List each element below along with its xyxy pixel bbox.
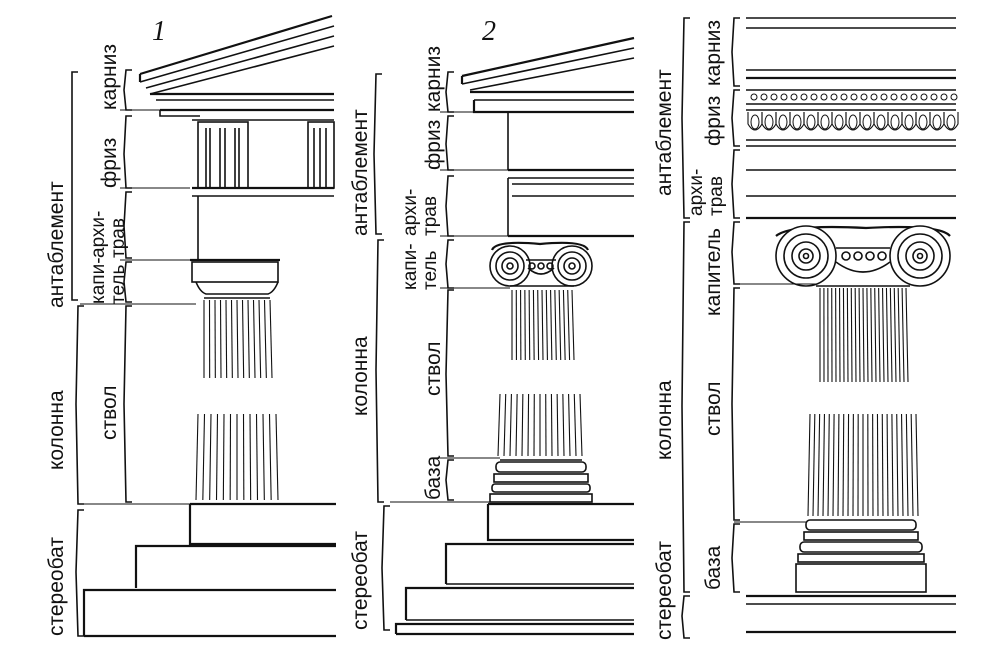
panel-2-label-shaft: ствол xyxy=(422,341,445,396)
panel-1-label-entablature: антаблемент xyxy=(45,181,68,308)
panel-2-frieze xyxy=(507,112,634,179)
panel-2-label-base: база xyxy=(422,455,445,500)
panel-2-label-architrave: архи-трав xyxy=(400,189,441,236)
panel-3-ionic-detail: антаблемент карниз фриз архи-трав капите… xyxy=(653,17,959,640)
panel-2-label-capital: капи-тель xyxy=(400,243,441,290)
panel-2-label-entablature: антаблемент xyxy=(349,109,372,236)
panel-3-label-architrave: архи-трав xyxy=(686,169,727,216)
panel-1-label-cornice: карниз xyxy=(98,44,121,110)
panel-3-label-cornice: карниз xyxy=(702,20,725,86)
panel-2-label-cornice: карниз xyxy=(422,46,445,112)
panel-3-cornice xyxy=(746,17,956,80)
panel-1-label-architrave: архи-трав xyxy=(88,211,129,258)
panel-2-number: 2 xyxy=(482,16,496,47)
panel-2-ionic: 2 xyxy=(349,16,635,636)
panel-3-shaft xyxy=(807,287,919,517)
panel-1-label-column: колонна xyxy=(45,390,68,470)
panel-2-shaft xyxy=(497,289,583,457)
panel-1-shaft xyxy=(195,299,279,501)
panel-2-brackets xyxy=(373,71,510,631)
panel-2-capital xyxy=(489,241,593,287)
panel-3-brackets xyxy=(681,17,816,639)
panel-3-architrave xyxy=(746,169,956,220)
panel-1-label-capital: капи-тель xyxy=(88,257,129,304)
panel-2-stylobate xyxy=(394,502,634,636)
panel-3-capital xyxy=(775,225,951,287)
panel-1-stylobate xyxy=(82,502,336,638)
panel-3-label-stylobate: стереобат xyxy=(653,541,676,640)
panel-1-brackets xyxy=(71,69,196,637)
panel-2-label-column: колонна xyxy=(349,336,372,416)
panel-1-capital xyxy=(191,261,279,299)
panel-3-base xyxy=(795,519,927,593)
panel-2-label-frieze: фриз xyxy=(422,120,445,170)
panel-2-label-stylobate: стереобат xyxy=(349,531,372,630)
panel-2-pediment xyxy=(460,36,635,114)
panel-3-stylobate xyxy=(746,594,956,634)
panel-1-label-shaft: ствол xyxy=(98,385,121,440)
panel-1-frieze xyxy=(192,119,335,197)
panel-3-label-column: колонна xyxy=(653,380,676,460)
panel-1-label-stylobate: стереобат xyxy=(45,537,68,636)
panel-3-frieze xyxy=(746,89,959,147)
panel-3-label-base: база xyxy=(702,545,725,590)
panel-2-architrave xyxy=(507,178,634,238)
panel-3-label-entablature: антаблемент xyxy=(653,69,676,196)
panel-1-label-frieze: фриз xyxy=(98,138,121,188)
panel-1-pediment xyxy=(138,14,335,117)
panel-1-number: 1 xyxy=(152,16,166,47)
panel-3-label-capital: капитель xyxy=(702,228,725,316)
panel-2-base xyxy=(489,459,593,503)
panel-1-architrave xyxy=(190,196,280,262)
panel-3-label-frieze: фриз xyxy=(702,96,725,146)
panel-3-label-shaft: ствол xyxy=(702,381,725,436)
panel-1-doric: 1 xyxy=(45,14,336,638)
